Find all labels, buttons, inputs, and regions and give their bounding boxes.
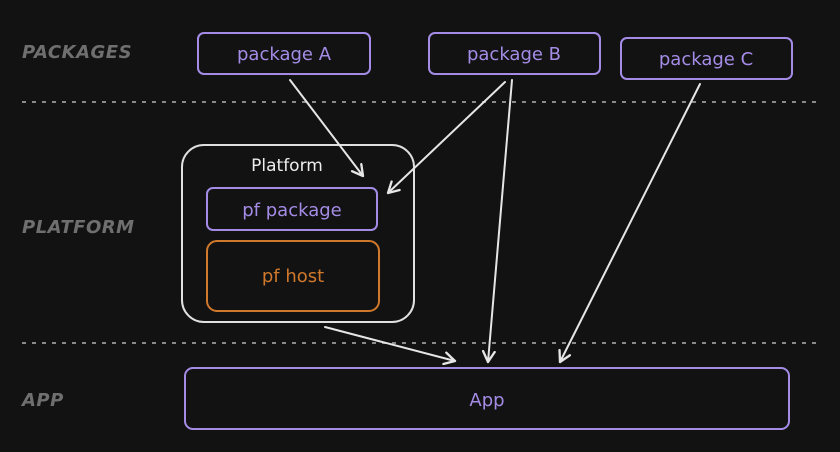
arrow-platform-to-app — [324, 326, 457, 366]
arrow-package-b-to-app — [481, 79, 513, 364]
package-a-label: package A — [237, 44, 332, 65]
pf-package-label: pf package — [242, 200, 341, 221]
arrow-package-c-to-app — [558, 83, 701, 364]
pf-package-node: pf package — [206, 187, 378, 231]
lane-label-platform: PLATFORM — [22, 217, 135, 238]
pf-host-label: pf host — [262, 266, 324, 287]
package-c-node: package C — [620, 37, 793, 80]
pf-host-node: pf host — [206, 240, 380, 312]
platform-group-title: Platform — [251, 156, 323, 176]
lane-label-app: APP — [20, 390, 64, 411]
package-b-node: package B — [428, 32, 601, 75]
arrow-package-a-to-pf-package — [289, 79, 365, 178]
package-c-label: package C — [659, 49, 753, 70]
arrow-package-b-to-pf-package — [386, 81, 506, 195]
platform-group: Platform — [181, 144, 415, 323]
app-node: App — [184, 367, 790, 430]
lane-label-packages: PACKAGES — [22, 42, 132, 63]
package-b-label: package B — [467, 44, 561, 65]
package-a-node: package A — [197, 32, 371, 75]
app-label: App — [469, 390, 504, 411]
